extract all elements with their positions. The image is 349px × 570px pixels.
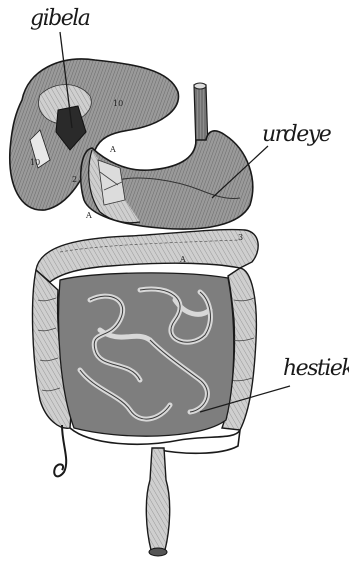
stomach: 2 A A xyxy=(72,131,253,229)
number-10-left: 10 xyxy=(30,158,40,167)
number-10-top: 10 xyxy=(113,99,123,108)
rectum xyxy=(146,448,169,556)
letter-a-top: A xyxy=(109,145,116,154)
letter-a-left: A xyxy=(85,211,92,220)
small-intestine xyxy=(59,273,234,436)
liver-label: gibela xyxy=(30,8,89,30)
letter-a-colon: A xyxy=(179,255,186,264)
intestine-label: hestiek xyxy=(283,358,349,380)
number-2: 2 xyxy=(72,175,77,184)
number-3: 3 xyxy=(238,233,243,242)
stomach-label: urdeye xyxy=(262,124,330,146)
appendix xyxy=(54,425,66,476)
